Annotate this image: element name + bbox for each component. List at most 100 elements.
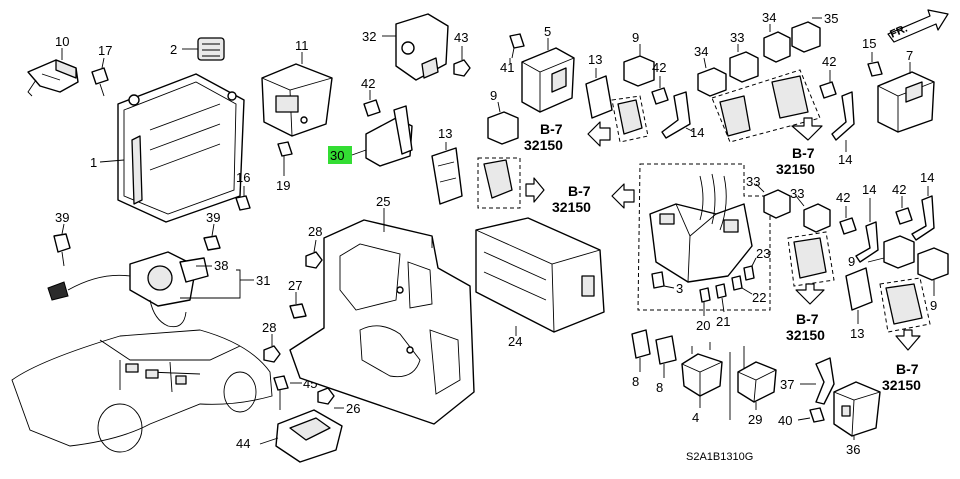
ref-title-lower-center: B-7 <box>796 311 819 327</box>
part-3-fuse[interactable] <box>651 271 665 289</box>
callout-32: 32 <box>362 29 376 44</box>
part-23-fuse[interactable] <box>743 265 755 281</box>
ref-arrow-center[interactable] <box>525 177 545 203</box>
part-42-bolt-b[interactable] <box>651 87 669 105</box>
callout-25: 25 <box>376 194 390 209</box>
part-33-relay-c[interactable] <box>803 203 831 233</box>
part-33-relay-b[interactable] <box>763 189 791 219</box>
ref-number-upper: 32150 <box>524 137 563 153</box>
ref-arrow-far-right[interactable] <box>895 329 921 351</box>
callout-38: 38 <box>214 258 228 273</box>
ref-arrow-fuse-left[interactable] <box>611 183 635 209</box>
callout-33a: 33 <box>730 30 744 45</box>
callout-33b: 33 <box>746 174 760 189</box>
part-42-bolt-c[interactable] <box>819 81 837 99</box>
part-15-bolt[interactable] <box>867 61 883 77</box>
connector-d[interactable] <box>793 237 827 279</box>
part-29-relay[interactable] <box>737 361 777 403</box>
part-9-relay-d[interactable] <box>917 247 949 281</box>
part-17-bolt[interactable] <box>91 67 109 97</box>
part-14-bracket-a[interactable] <box>661 91 691 139</box>
part-11-control-unit[interactable] <box>261 63 333 137</box>
part-39-bolt-a[interactable] <box>53 233 71 267</box>
part-43-nut[interactable] <box>453 59 471 77</box>
callout-35: 35 <box>824 11 838 26</box>
part-24-fuse-box[interactable] <box>475 217 605 333</box>
part-33-relay-a[interactable] <box>729 51 759 83</box>
part-39-bolt-b[interactable] <box>203 235 221 251</box>
part-2-connector[interactable] <box>197 37 225 61</box>
part-7-unit[interactable] <box>877 71 935 133</box>
part-14-bracket-d[interactable] <box>911 195 935 241</box>
callout-33c: 33 <box>790 186 804 201</box>
part-45-bolt[interactable] <box>273 375 289 410</box>
part-34-relay-a[interactable] <box>697 67 727 97</box>
part-35-relay[interactable] <box>791 21 821 53</box>
connector-group-e <box>879 277 931 333</box>
part-41-bolt[interactable] <box>509 33 525 59</box>
part-13-bracket-c[interactable] <box>845 267 873 311</box>
connector-c[interactable] <box>719 75 809 137</box>
part-28-nut-b[interactable] <box>263 345 281 363</box>
part-8-relay-a[interactable] <box>631 329 651 364</box>
part-9-relay-c[interactable] <box>883 235 915 269</box>
callout-3: 3 <box>676 281 683 296</box>
part-42-bolt-d[interactable] <box>839 217 857 235</box>
part-42-bolt-e[interactable] <box>895 207 913 225</box>
callout-44: 44 <box>236 436 250 451</box>
part-fuse-box-body[interactable] <box>649 173 753 283</box>
part-13-bracket-b[interactable] <box>585 75 613 119</box>
part-16-bolt[interactable] <box>235 195 251 211</box>
part-42-bolt-a[interactable] <box>363 99 381 117</box>
part-37-bracket[interactable] <box>815 357 835 405</box>
part-31-key-cylinder-set[interactable] <box>47 251 209 328</box>
part-5-control-unit[interactable] <box>521 47 575 113</box>
part-19-bolt[interactable] <box>277 141 293 168</box>
part-13-bracket-a[interactable] <box>431 147 463 205</box>
callout-26: 26 <box>346 401 360 416</box>
part-44-module[interactable] <box>275 409 343 463</box>
part-22-fuse[interactable] <box>731 275 743 291</box>
part-9-relay-b[interactable] <box>623 55 655 87</box>
part-8-relay-b[interactable] <box>655 335 677 365</box>
part-34-relay-b[interactable] <box>763 31 791 63</box>
callout-16: 16 <box>236 170 250 185</box>
callout-39b: 39 <box>206 210 220 225</box>
part-10-bracket[interactable] <box>27 59 79 97</box>
callout-20: 20 <box>696 318 710 333</box>
callout-28a: 28 <box>308 224 322 239</box>
part-14-bracket-b[interactable] <box>831 91 855 141</box>
part-27-bolt[interactable] <box>289 303 307 319</box>
callout-42d: 42 <box>836 190 850 205</box>
part-21-fuse[interactable] <box>715 283 727 299</box>
part-40-bolt[interactable] <box>809 407 825 423</box>
part-20-fuse[interactable] <box>699 287 711 303</box>
part-28-nut-a[interactable] <box>305 251 323 269</box>
part-32-sensor[interactable] <box>395 13 449 81</box>
ref-arrow-lower-center[interactable] <box>795 283 825 305</box>
part-25-bracket[interactable] <box>289 219 475 425</box>
ref-title-upper: B-7 <box>540 121 563 137</box>
connector-e[interactable] <box>885 283 923 325</box>
part-14-bracket-c[interactable] <box>855 221 879 263</box>
part-30-relay[interactable] <box>365 105 413 167</box>
connector-b[interactable] <box>617 99 643 135</box>
callout-11: 11 <box>295 38 309 53</box>
callout-2: 2 <box>170 42 177 57</box>
ref-arrow-upper[interactable] <box>587 121 611 147</box>
ref-arrow-right-upper[interactable] <box>791 117 823 141</box>
ref-title-far-right: B-7 <box>896 361 919 377</box>
part-4-relay[interactable] <box>681 342 723 397</box>
callout-42c: 42 <box>822 54 836 69</box>
part-9-relay-a[interactable] <box>487 111 519 145</box>
part-1-ecu[interactable] <box>117 73 245 223</box>
part-26-nut[interactable] <box>317 387 335 405</box>
connector-group-a <box>477 157 521 209</box>
callout-4: 4 <box>692 410 699 425</box>
callout-43: 43 <box>454 30 468 45</box>
part-36-unit[interactable] <box>833 381 881 437</box>
callout-14c: 14 <box>862 182 876 197</box>
callout-9d: 9 <box>930 298 937 313</box>
connector-a[interactable] <box>483 159 513 199</box>
